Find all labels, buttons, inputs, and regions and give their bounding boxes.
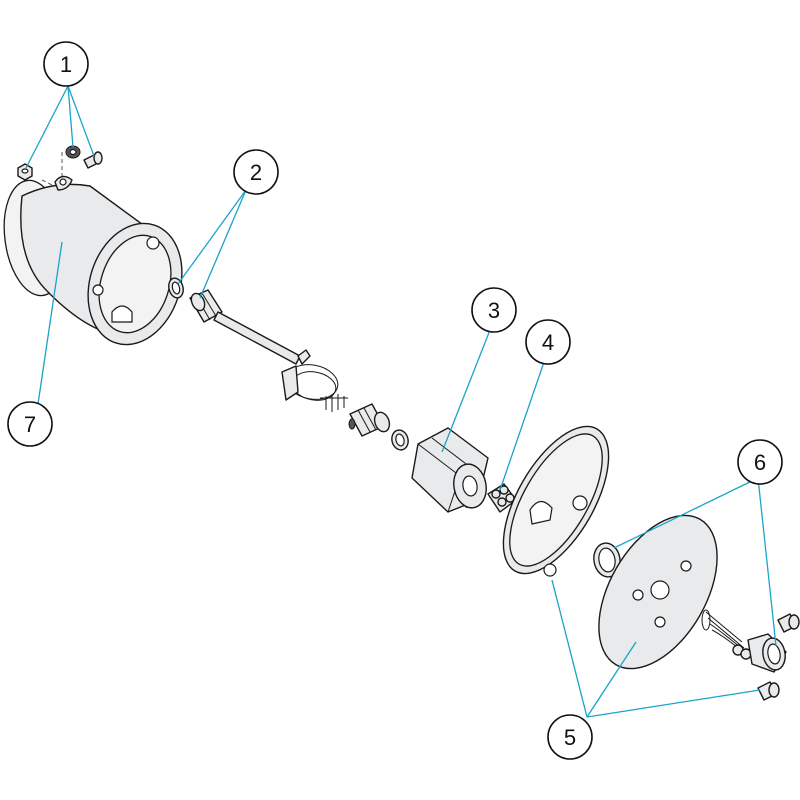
part-5-cover-plate bbox=[598, 514, 718, 670]
callout-4-label: 4 bbox=[542, 330, 554, 355]
callout-6: 6 bbox=[737, 439, 783, 485]
coil-bracket bbox=[281, 364, 348, 412]
callout-2: 2 bbox=[233, 149, 279, 195]
callout-7-label: 7 bbox=[24, 412, 36, 437]
part-6-o-ring bbox=[593, 542, 621, 578]
callout-2-label: 2 bbox=[250, 160, 262, 185]
screw-upper bbox=[777, 613, 800, 633]
lamp-socket bbox=[701, 609, 787, 673]
hex-nut bbox=[17, 163, 33, 181]
part-3-hex-coupler bbox=[411, 427, 489, 513]
callout-5-label: 5 bbox=[564, 725, 576, 750]
part-5-gasket bbox=[502, 425, 610, 577]
callout-6-label: 6 bbox=[754, 450, 766, 475]
screw-lower bbox=[757, 681, 780, 701]
callout-3: 3 bbox=[471, 287, 517, 333]
callout-1-label: 1 bbox=[60, 52, 72, 77]
part-1-fasteners bbox=[17, 145, 103, 192]
callout-7: 7 bbox=[7, 401, 53, 447]
callout-5: 5 bbox=[547, 714, 593, 760]
callout-3-label: 3 bbox=[488, 298, 500, 323]
part-7-housing bbox=[3, 175, 183, 346]
callout-1: 1 bbox=[43, 41, 89, 87]
callout-4: 4 bbox=[525, 319, 571, 365]
connector-plug bbox=[348, 403, 391, 437]
small-screw bbox=[83, 151, 103, 169]
part-4-pin-insert bbox=[487, 483, 517, 513]
leader-lines bbox=[25, 85, 777, 718]
washer bbox=[65, 145, 81, 159]
part-2-cable-gland bbox=[168, 277, 311, 365]
small-washer bbox=[391, 429, 409, 451]
